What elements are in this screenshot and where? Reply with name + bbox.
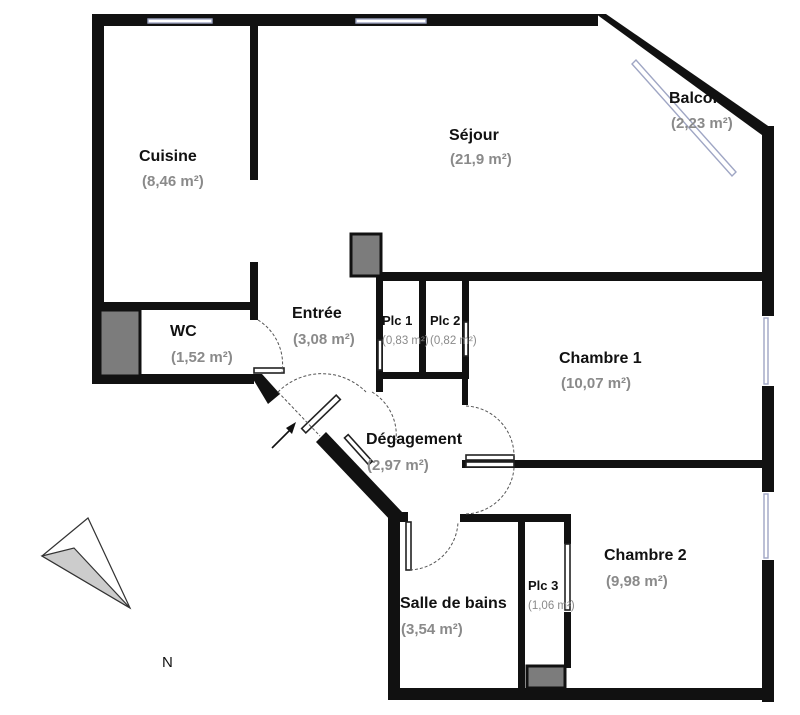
window-living bbox=[355, 18, 427, 24]
room-name-plc3: Plc 3 bbox=[528, 578, 558, 593]
room-area-plc3: (1,06 m²) bbox=[528, 600, 575, 612]
door-entrance bbox=[300, 394, 342, 434]
shaft-living bbox=[349, 232, 383, 278]
room-area-plc1: (0,83 m²) bbox=[382, 335, 429, 347]
room-name-plc2: Plc 2 bbox=[430, 313, 460, 328]
room-name-balcon: Balcon bbox=[669, 90, 722, 107]
door-bedroom1 bbox=[465, 454, 515, 461]
exterior-walls bbox=[92, 14, 774, 702]
windows bbox=[147, 18, 769, 559]
room-area-chambre1: (10,07 m²) bbox=[561, 375, 631, 392]
shaft-closet3 bbox=[525, 664, 567, 690]
room-name-entree: Entrée bbox=[292, 305, 342, 322]
window-bedroom2 bbox=[763, 493, 769, 559]
door-closet3 bbox=[564, 543, 571, 611]
room-area-wc: (1,52 m²) bbox=[171, 349, 233, 366]
room-area-degagement: (2,97 m²) bbox=[367, 457, 429, 474]
room-name-cuisine: Cuisine bbox=[139, 148, 197, 165]
compass-label: N bbox=[162, 654, 173, 671]
room-name-chambre2: Chambre 2 bbox=[604, 547, 687, 564]
room-area-entree: (3,08 m²) bbox=[293, 331, 355, 348]
window-bedroom1 bbox=[763, 317, 769, 385]
room-name-plc1: Plc 1 bbox=[382, 313, 412, 328]
door-closet1 bbox=[377, 339, 383, 371]
room-name-sdb: Salle de bains bbox=[400, 595, 507, 612]
room-area-chambre2: (9,98 m²) bbox=[606, 573, 668, 590]
door-bedroom2 bbox=[465, 461, 515, 468]
room-name-sejour: Séjour bbox=[449, 127, 499, 144]
door-bathroom bbox=[405, 521, 412, 571]
shaft-wc bbox=[98, 308, 142, 378]
window-kitchen bbox=[147, 18, 213, 24]
utility-shafts bbox=[98, 232, 567, 690]
room-name-chambre1: Chambre 1 bbox=[559, 350, 642, 367]
entrance-arrow bbox=[271, 422, 296, 449]
door-closet2 bbox=[463, 321, 469, 357]
room-area-sdb: (3,54 m²) bbox=[401, 621, 463, 638]
window-balcony bbox=[631, 58, 737, 178]
room-area-balcon: (2,23 m²) bbox=[671, 115, 733, 132]
door-wc bbox=[253, 367, 285, 374]
door-degagement bbox=[343, 433, 374, 466]
room-area-cuisine: (8,46 m²) bbox=[142, 173, 204, 190]
compass-icon bbox=[40, 517, 132, 610]
room-area-plc2: (0,82 m²) bbox=[430, 335, 477, 347]
room-name-degagement: Dégagement bbox=[366, 431, 463, 448]
room-name-wc: WC bbox=[170, 323, 197, 340]
doors bbox=[253, 319, 571, 611]
room-area-sejour: (21,9 m²) bbox=[450, 151, 512, 168]
